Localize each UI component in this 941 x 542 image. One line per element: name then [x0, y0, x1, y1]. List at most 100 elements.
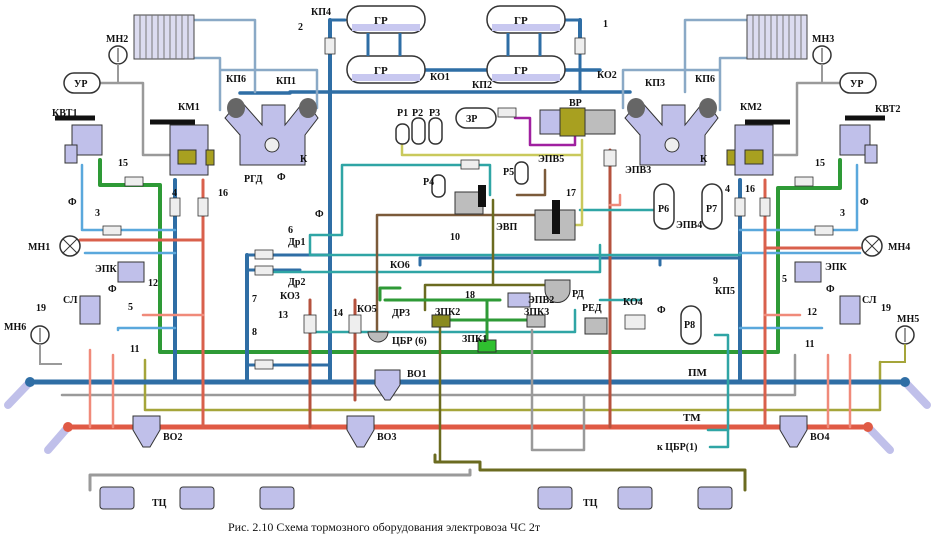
label-kp4: КП4 — [311, 7, 331, 18]
label-mn4: МН4 — [888, 242, 910, 253]
driver-valve-km1[interactable] — [150, 119, 215, 176]
label-kp1: КП1 — [276, 76, 296, 87]
pipe-salmon — [88, 193, 852, 429]
valve-17 — [534, 200, 576, 241]
compressor-left — [224, 98, 319, 166]
driver-valve-km2[interactable] — [726, 119, 790, 176]
label-f: Ф — [277, 172, 286, 183]
label-mn3: МН3 — [812, 34, 834, 45]
cbr-reservoir — [367, 331, 389, 343]
label-main-line: ПМ — [688, 367, 708, 379]
label-r1: Р1 — [397, 108, 408, 119]
reservoirs-r1-r3 — [395, 117, 443, 145]
label-rgd: РГД — [244, 174, 263, 185]
separator-vo2 — [132, 415, 161, 448]
main-reservoir — [486, 5, 566, 34]
label-ur: УР — [850, 79, 863, 90]
label-f: Ф — [860, 197, 869, 208]
label-ko6: КО6 — [390, 260, 410, 271]
auxiliary-valve-kvt1[interactable] — [55, 115, 103, 164]
label-brake-line: ТМ — [683, 412, 701, 424]
label-kvt2: КВТ2 — [875, 104, 900, 115]
pipe-cooler-right — [621, 18, 750, 112]
end-hose-pm-left[interactable] — [4, 377, 35, 409]
label-gr: ГР — [374, 65, 388, 77]
label-mn5: МН5 — [897, 314, 919, 325]
label-14: 14 — [333, 308, 343, 319]
label-3: 3 — [95, 208, 100, 219]
label-7: 7 — [252, 294, 257, 305]
main-reservoir — [346, 5, 426, 34]
label-tc: ТЦ — [583, 498, 598, 509]
label-5: 5 — [128, 302, 133, 313]
label-zr: ЗР — [466, 114, 477, 125]
pipe-ur-left — [98, 81, 177, 157]
label-3: 3 — [840, 208, 845, 219]
pressure-gauge-mn1 — [59, 235, 81, 257]
isolating-cocks[interactable] — [102, 37, 834, 370]
label-19: 19 — [881, 303, 891, 314]
reservoir-zr — [455, 107, 497, 129]
pipe-gray-center — [530, 328, 586, 452]
label-mn1: МН1 — [28, 242, 50, 253]
valve-10 — [454, 185, 486, 215]
label-epv3: ЭПВ3 — [625, 165, 651, 176]
reservoir-r4 — [431, 174, 446, 198]
pipe-blue-center — [418, 256, 742, 267]
auxiliary-valve-kvt2[interactable] — [839, 115, 885, 164]
label-2: 2 — [298, 22, 303, 33]
label-ko2: КО2 — [597, 70, 617, 81]
autostop-valve-epk-right — [794, 261, 822, 283]
label-evp: ЭВП — [496, 222, 517, 233]
label-mn6: МН6 — [4, 322, 26, 333]
label-kvt1: КВТ1 — [52, 108, 77, 119]
end-hose-pm-right[interactable] — [900, 377, 931, 409]
label-16: 16 — [218, 188, 228, 199]
pipe-teal-cbr — [708, 428, 730, 449]
pipe-tc-left — [88, 468, 472, 492]
valve-ko4 — [624, 314, 646, 330]
reservoir-r5 — [514, 161, 529, 185]
label-epk: ЭПК — [825, 262, 848, 273]
reservoir-r7 — [701, 183, 723, 230]
pipes — [25, 18, 908, 492]
label-k: К — [700, 154, 708, 165]
brake-cylinder — [537, 486, 573, 510]
main-reservoir — [346, 55, 426, 84]
air-distributor-vr — [539, 107, 616, 137]
label-p8: Р8 — [684, 320, 695, 331]
label-red: РЕД — [582, 303, 602, 314]
pipe-gr-link — [245, 18, 582, 367]
cooler-right — [746, 14, 808, 60]
label-km2: КМ2 — [740, 102, 762, 113]
end-hose-tm-left[interactable] — [44, 422, 73, 454]
label-11: 11 — [805, 339, 814, 350]
label-gr: ГР — [374, 15, 388, 27]
label-ur: УР — [74, 79, 87, 90]
label-vo4: ВО4 — [810, 432, 829, 443]
end-hose-tm-right[interactable] — [863, 422, 894, 454]
valve-epk2 — [431, 314, 451, 328]
label-r3: Р3 — [429, 108, 440, 119]
label-6: 6 — [288, 225, 293, 236]
label-f: Ф — [68, 197, 77, 208]
label-12: 12 — [148, 278, 158, 289]
label-p7: Р7 — [706, 204, 717, 215]
compressor-right — [624, 98, 719, 166]
label-epv4: ЭПВ4 — [676, 220, 702, 231]
label-4: 4 — [725, 184, 730, 195]
figure-caption: Рис. 2.10 Схема тормозного оборудования … — [228, 520, 541, 534]
main-reservoir — [486, 55, 566, 84]
label-p5: Р5 — [503, 167, 514, 178]
pressure-gauge-mn4 — [861, 235, 883, 257]
label-to-cbr: к ЦБР(1) — [657, 442, 697, 453]
valve-epk1 — [477, 339, 497, 353]
label-dr2: Др2 — [288, 277, 305, 288]
separator-vo4 — [779, 415, 808, 448]
label-zpk1: ЗПК1 — [462, 334, 487, 345]
pipe-olive — [143, 358, 882, 412]
brake-cylinder — [259, 486, 295, 510]
equalizing-reservoir-right — [839, 72, 877, 94]
